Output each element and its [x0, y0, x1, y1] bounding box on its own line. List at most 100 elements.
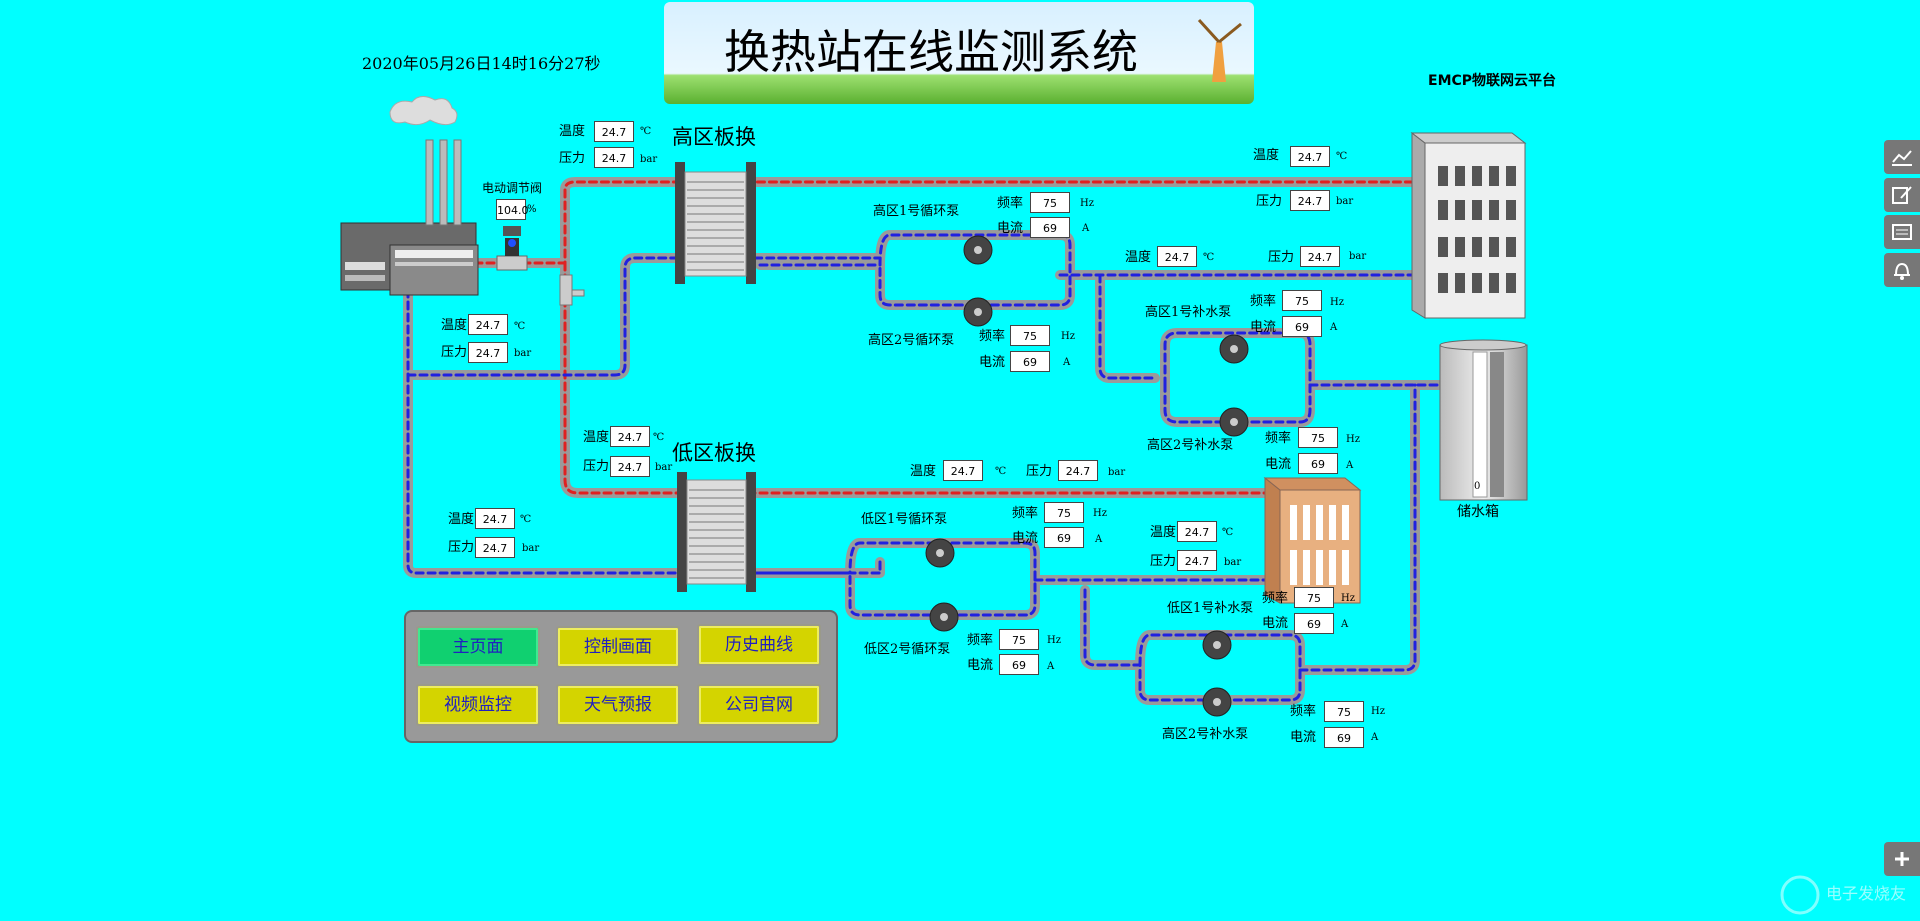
label-amp: 电流 — [1262, 616, 1289, 631]
unit-amp: A — [1047, 661, 1055, 672]
unit-temp: ℃ — [640, 126, 652, 137]
low-ret-press-value: 24.7 — [475, 537, 515, 558]
history-button[interactable]: 历史曲线 — [697, 624, 821, 666]
high-plate-exchanger — [675, 162, 756, 284]
unit-press: bar — [522, 543, 540, 554]
company-button[interactable]: 公司官网 — [697, 684, 821, 726]
pump-label-h-circ2: 高区2号循环泵 — [868, 333, 955, 348]
h-circ2-freq-value: 75 — [1010, 325, 1050, 346]
label-freq: 频率 — [979, 329, 1006, 344]
unit-amp: A — [1346, 460, 1354, 471]
water-tank-label: 储水箱 — [1457, 504, 1499, 520]
unit-press: bar — [1108, 467, 1126, 478]
page-title: 换热站在线监测系统 — [724, 25, 1138, 79]
list-icon[interactable] — [1884, 215, 1920, 249]
bell-icon[interactable] — [1884, 253, 1920, 287]
unit-temp: ℃ — [1222, 527, 1234, 538]
label-freq: 频率 — [967, 633, 994, 648]
pump-label-l-circ1: 低区1号循环泵 — [861, 512, 948, 527]
edit-icon[interactable] — [1884, 178, 1920, 212]
unit-press: bar — [514, 348, 532, 359]
label-press: 压力 — [1150, 554, 1177, 569]
label-temp: 温度 — [910, 464, 937, 479]
label-press: 压力 — [448, 540, 475, 555]
valve-label: 电动调节阀 — [482, 181, 543, 195]
unit-press: bar — [640, 154, 658, 165]
control-valve-icon — [496, 226, 528, 271]
chart-icon[interactable] — [1884, 140, 1920, 174]
label-press: 压力 — [1026, 464, 1053, 479]
unit-press: bar — [655, 462, 673, 473]
weather-button[interactable]: 天气预报 — [556, 684, 680, 726]
pump-label-h-sup2: 高区2号补水泵 — [1147, 438, 1234, 453]
label-temp: 温度 — [1150, 525, 1177, 540]
label-temp: 温度 — [1125, 250, 1152, 265]
pump-label-h-circ1: 高区1号循环泵 — [873, 204, 960, 219]
unit-temp: ℃ — [1203, 252, 1215, 263]
label-press: 压力 — [1268, 250, 1295, 265]
windmill-icon — [1194, 12, 1244, 82]
low-plate-exchanger — [677, 472, 756, 592]
watermark-text: 电子发烧友 — [1826, 884, 1907, 903]
h-return-temp-value: 24.7 — [1157, 246, 1197, 267]
boiler-ret-press-value: 24.7 — [468, 342, 508, 363]
valve-opening-value: 104.0 — [496, 199, 529, 220]
home-button[interactable]: 主页面 — [416, 626, 540, 668]
control-button[interactable]: 控制画面 — [556, 626, 680, 668]
unit-amp: A — [1341, 619, 1349, 630]
unit-temp: ℃ — [514, 321, 526, 332]
unit-press: bar — [1224, 557, 1242, 568]
platform-label: EMCP物联网云平台 — [1428, 73, 1557, 89]
unit-freq: Hz — [1330, 297, 1344, 308]
video-button[interactable]: 视频监控 — [416, 684, 540, 726]
unit-temp: ℃ — [1336, 151, 1348, 162]
h-sup1-freq-value: 75 — [1282, 290, 1322, 311]
lx-in-press-value: 24.7 — [610, 456, 650, 477]
low-ret-temp-value: 24.7 — [475, 508, 515, 529]
label-temp: 温度 — [441, 318, 468, 333]
h-circ1-amp-value: 69 — [1030, 217, 1070, 238]
label-freq: 频率 — [1265, 431, 1292, 446]
timestamp: 2020年05月26日14时16分27秒 — [362, 54, 601, 73]
label-amp: 电流 — [1012, 531, 1039, 546]
water-tank-icon — [1439, 339, 1528, 501]
low-supply-temp-value: 24.7 — [943, 460, 983, 481]
l-circ1-freq-value: 75 — [1044, 502, 1084, 523]
l-circ2-freq-value: 75 — [999, 629, 1039, 650]
l-sup2-amp-value: 69 — [1324, 727, 1364, 748]
h-sup2-freq-value: 75 — [1298, 427, 1338, 448]
unit-freq: Hz — [1371, 706, 1385, 717]
label-amp: 电流 — [1250, 320, 1277, 335]
label-amp: 电流 — [979, 355, 1006, 370]
h-circ1-freq-value: 75 — [1030, 192, 1070, 213]
unit-freq: Hz — [1341, 593, 1355, 604]
low-bld-press-value: 24.7 — [1177, 550, 1217, 571]
label-press: 压力 — [1256, 194, 1283, 209]
unit-freq: Hz — [1093, 508, 1107, 519]
unit-amp: A — [1082, 223, 1090, 234]
tank-level-value: 0 — [1474, 481, 1481, 492]
low-exchanger-label: 低区板换 — [672, 441, 756, 465]
l-sup1-freq-value: 75 — [1294, 587, 1334, 608]
unit-freq: Hz — [1061, 331, 1075, 342]
label-temp: 温度 — [1253, 148, 1280, 163]
low-supply-press-value: 24.7 — [1058, 460, 1098, 481]
unit-amp: A — [1095, 534, 1103, 545]
bld-top-temp-value: 24.7 — [1290, 146, 1330, 167]
lx-in-temp-value: 24.7 — [610, 426, 650, 447]
header-banner — [664, 2, 1254, 104]
hx-in-press-value: 24.7 — [594, 147, 634, 168]
l-circ2-amp-value: 69 — [999, 654, 1039, 675]
label-amp: 电流 — [997, 221, 1024, 236]
label-temp: 温度 — [559, 124, 586, 139]
unit-temp: ℃ — [653, 432, 665, 443]
label-press: 压力 — [583, 459, 610, 474]
high-exchanger-label: 高区板换 — [672, 125, 756, 149]
h-circ2-amp-value: 69 — [1010, 351, 1050, 372]
unit-temp: ℃ — [995, 466, 1007, 477]
add-icon[interactable] — [1884, 842, 1920, 876]
pump-label-l-circ2: 低区2号循环泵 — [864, 642, 951, 657]
valve-unit: % — [527, 204, 537, 215]
high-building-icon — [1410, 131, 1527, 319]
